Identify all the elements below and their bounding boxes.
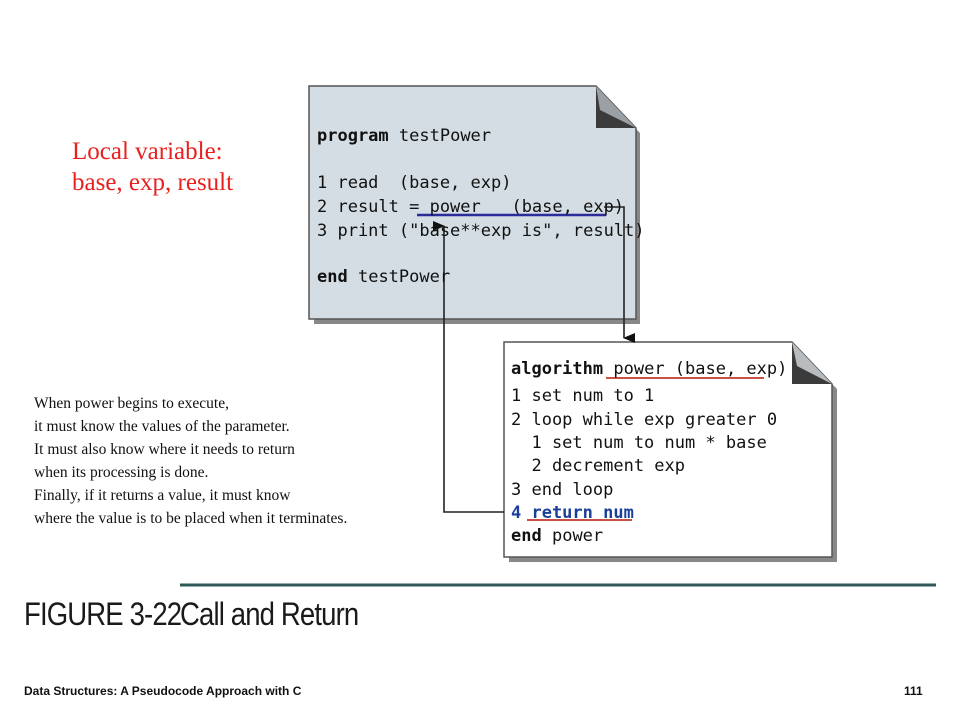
explanation-line-1: When power begins to execute, (34, 395, 229, 412)
annotation-line-1: Local variable: (72, 138, 223, 165)
program-line-2: 2 result = power (base, exp) (317, 197, 625, 217)
program-line-1: 1 read (base, exp) (317, 173, 512, 193)
annotation-line-2: base, exp, result (72, 169, 234, 196)
figure-title: Call and Return (180, 596, 359, 632)
algorithm-line-4: 2 decrement exp (511, 456, 685, 476)
algorithm-line-5: 3 end loop (511, 480, 614, 500)
program-footer: end testPower (317, 267, 450, 287)
footer-page-number: 111 (904, 684, 923, 698)
explanation-text: When power begins to execute, it must kn… (34, 392, 347, 530)
algorithm-keyword: algorithm (511, 359, 604, 379)
return-arrow (433, 221, 504, 513)
algorithm-box (503, 341, 837, 562)
algorithm-header: algorithm power (base, exp) (511, 359, 787, 379)
figure-number: FIGURE 3-22 (24, 596, 182, 632)
explanation-line-5: Finally, if it returns a value, it must … (34, 487, 291, 504)
program-end-name: testPower (357, 267, 451, 287)
program-header: program testPower (317, 126, 491, 146)
algorithm-line-2: 2 loop while exp greater 0 (511, 410, 778, 430)
algorithm-end-name: power (551, 526, 604, 546)
algorithm-name: power (base, exp) (613, 359, 788, 379)
explanation-line-4: when its processing is done. (34, 464, 209, 481)
explanation-line-6: where the value is to be placed when it … (34, 510, 348, 527)
footer-book-title: Data Structures: A Pseudocode Approach w… (24, 684, 302, 698)
program-box (308, 85, 640, 324)
program-name: testPower (398, 126, 492, 146)
algorithm-end-keyword: end (511, 526, 542, 546)
local-variable-annotation: Local variable: base, exp, result (72, 136, 233, 198)
program-keyword: program (317, 126, 389, 146)
algorithm-footer: end power (511, 526, 603, 546)
algorithm-line-3: 1 set num to num * base (511, 433, 767, 453)
call-arrow (604, 206, 635, 343)
algorithm-line-6: 4 return num (511, 503, 634, 523)
algorithm-line-1: 1 set num to 1 (511, 386, 655, 406)
program-end-keyword: end (317, 267, 348, 287)
explanation-line-2: it must know the values of the parameter… (34, 418, 290, 435)
program-line-3: 3 print ("base**exp is", result) (317, 221, 645, 241)
explanation-line-3: It must also know where it needs to retu… (34, 441, 295, 458)
